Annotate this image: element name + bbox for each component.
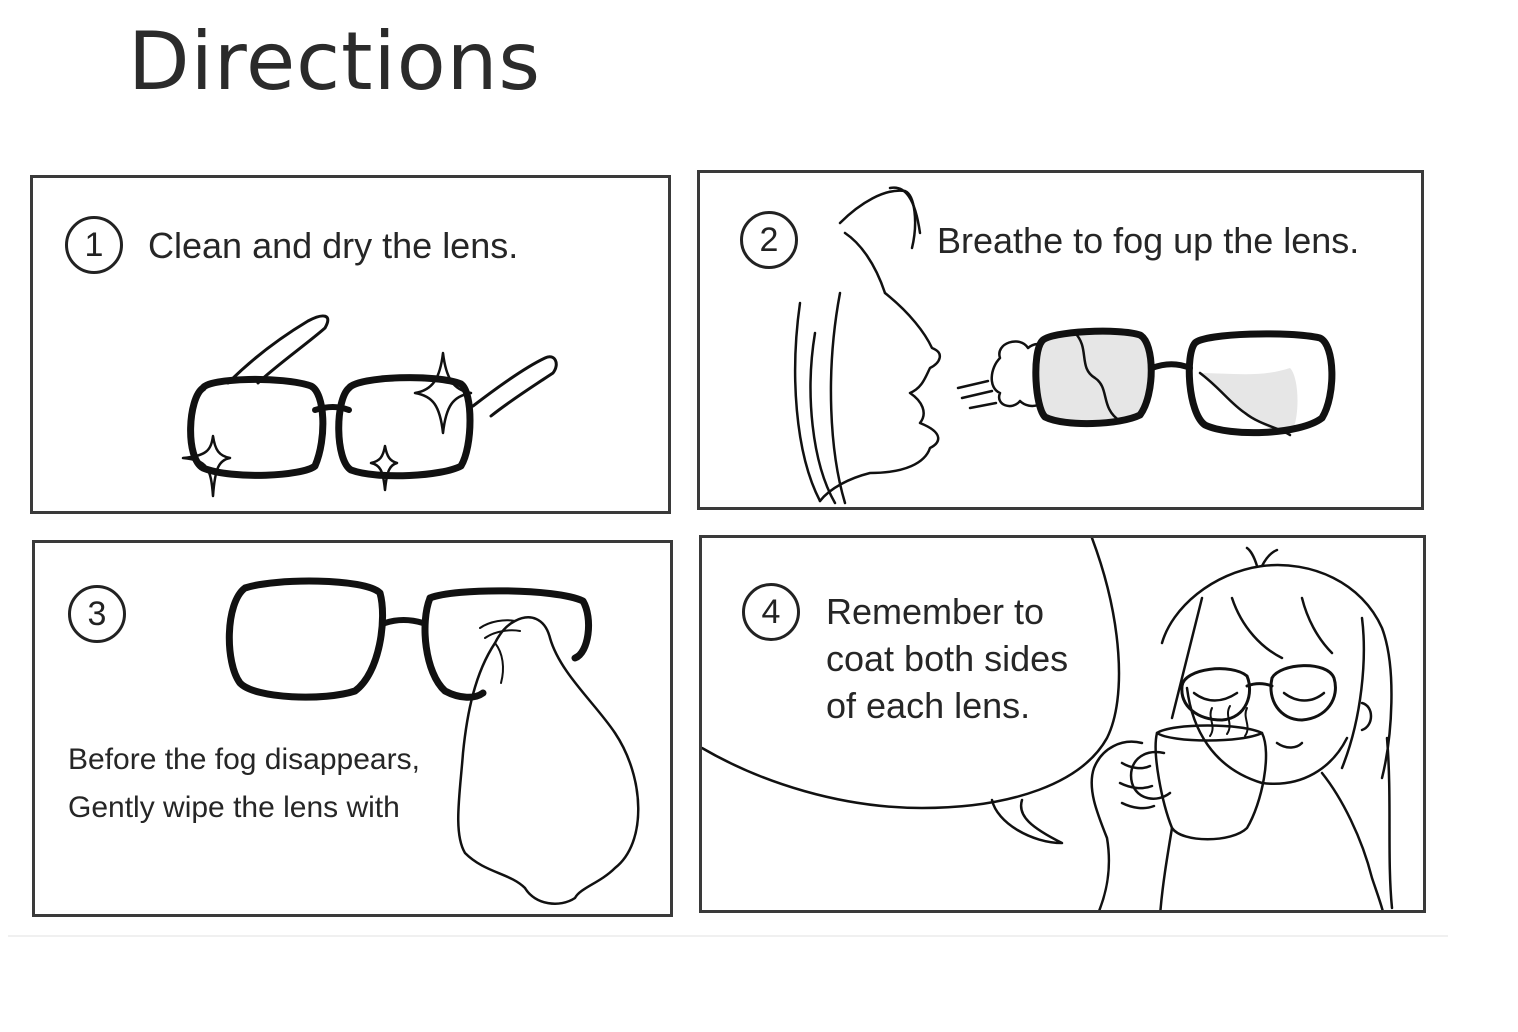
step-3-caption-line-2: Gently wipe the lens with [68, 791, 400, 824]
step-3-panel: 3 Before the fog disappears, Gently wipe… [32, 540, 673, 917]
drinking-girl-illustration [702, 538, 1394, 910]
step-1-caption: Clean and dry the lens. [148, 225, 519, 266]
step-3-caption-line-1: Before the fog disappears, [68, 743, 420, 776]
bottom-divider [8, 935, 1448, 937]
step-1-number: 1 [65, 216, 123, 274]
step-3-number: 3 [68, 585, 126, 643]
step-1-panel: 1 Clean and dry the lens. [30, 175, 671, 514]
step-4-caption-line-2: coat both sides [826, 638, 1069, 679]
step-2-caption: Breathe to fog up the lens. [937, 220, 1360, 261]
step-4-number: 4 [742, 583, 800, 641]
step-2-panel: 2 Breathe to fog up the lens. [697, 170, 1424, 510]
step-4-caption-line-1: Remember to [826, 591, 1045, 632]
clean-glasses-illustration [181, 314, 558, 498]
step-4-panel: 4 Remember to coat both sides of each le… [699, 535, 1426, 913]
page-title: Directions [128, 15, 542, 108]
step-4-caption: Remember to coat both sides of each lens… [826, 588, 1068, 729]
breathing-girl-illustration [793, 186, 1336, 505]
step-2-number: 2 [740, 211, 798, 269]
step-3-caption: Before the fog disappears, Gently wipe t… [68, 736, 420, 832]
wiping-lens-illustration [225, 577, 640, 905]
step-4-caption-line-3: of each lens. [826, 685, 1031, 726]
